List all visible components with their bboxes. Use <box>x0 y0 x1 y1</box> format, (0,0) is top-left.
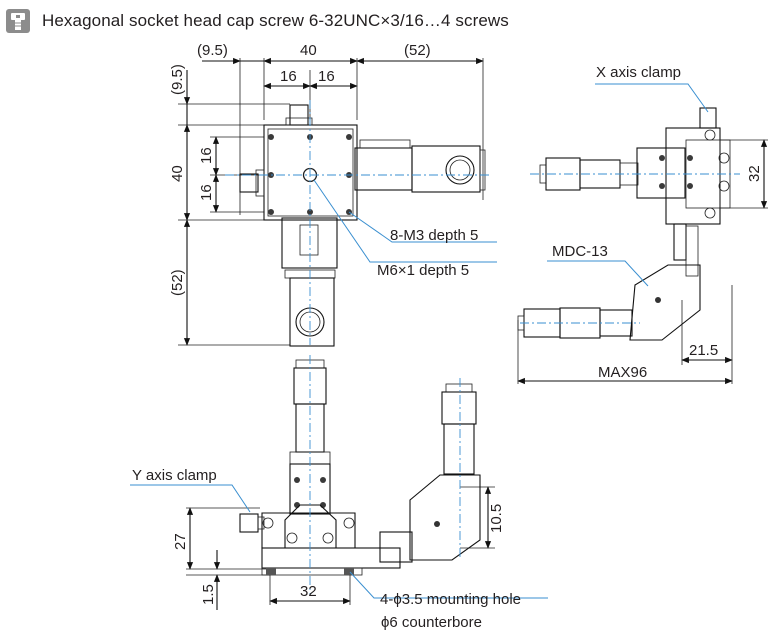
top-view <box>178 57 497 347</box>
dim-half-a: 16 <box>280 68 297 85</box>
screw-icon <box>6 9 30 33</box>
callout-mounting-hole: 4-ϕ3.5 mounting hole <box>380 591 521 608</box>
dim-top-offset: (9.5) <box>169 64 186 95</box>
dim-base: 1.5 <box>200 584 217 605</box>
label-mdc: MDC-13 <box>552 243 608 260</box>
dim-width: 40 <box>300 42 317 59</box>
dim-side-height: 32 <box>746 165 763 182</box>
side-view <box>517 83 768 385</box>
callout-counterbore: ϕ6 counterbore <box>381 614 482 631</box>
dim-rise: 10.5 <box>488 504 505 533</box>
dim-bottom-offset: (52) <box>169 269 186 296</box>
dim-offset: 21.5 <box>689 342 718 359</box>
callout-tapped-holes: 8-M3 depth 5 <box>390 227 478 244</box>
dim-right-offset: (52) <box>404 42 431 59</box>
dim-pitch: 32 <box>300 583 317 600</box>
dim-half-b: 16 <box>318 68 335 85</box>
page-title: Hexagonal socket head cap screw 6-32UNC×… <box>42 11 509 30</box>
dim-left-offset: (9.5) <box>197 42 228 59</box>
label-x-clamp: X axis clamp <box>596 64 681 81</box>
front-view <box>130 355 548 610</box>
header: Hexagonal socket head cap screw 6-32UNC×… <box>6 8 509 34</box>
label-y-clamp: Y axis clamp <box>132 467 217 484</box>
dim-v-half-b: 16 <box>198 184 215 201</box>
dim-front-height: 27 <box>172 533 189 550</box>
dim-max: MAX96 <box>598 364 647 381</box>
dim-v-half-a: 16 <box>198 147 215 164</box>
dim-height: 40 <box>169 165 186 182</box>
callout-center-hole: M6×1 depth 5 <box>377 262 469 279</box>
